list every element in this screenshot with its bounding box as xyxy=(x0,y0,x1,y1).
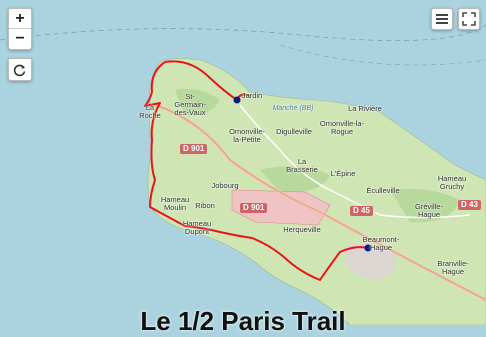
fullscreen-icon xyxy=(462,12,476,26)
place-label: Éculleville xyxy=(366,186,400,195)
zoom-in-button[interactable]: + xyxy=(15,10,25,27)
zoom-control: + − xyxy=(8,8,32,50)
place-label: Digulleville xyxy=(276,127,312,136)
town-area xyxy=(345,243,396,280)
place-label: St-Germain-des-Vaux xyxy=(174,92,206,117)
place-label: La Rivière xyxy=(348,104,382,113)
place-label: L'Épine xyxy=(330,169,356,178)
road-label: D 45 xyxy=(350,206,373,216)
secondary-road xyxy=(239,104,331,191)
place-label: Ribon xyxy=(195,201,215,210)
place-label: La Brasserie xyxy=(286,157,318,174)
maritime-boundary xyxy=(0,24,486,42)
place-label: Omonville-la-Petite xyxy=(229,127,265,144)
place-label: Jardin xyxy=(241,91,263,100)
zoom-out-button[interactable]: − xyxy=(9,28,31,48)
place-label: Branville-Hague xyxy=(437,259,469,276)
place-label: La Roche xyxy=(139,103,161,120)
refresh-button[interactable] xyxy=(8,58,32,81)
start-marker xyxy=(233,96,241,104)
map-canvas[interactable] xyxy=(0,0,486,325)
place-label: Omonville-la-Rogue xyxy=(319,119,365,136)
road-label: D 901 xyxy=(240,203,268,213)
secondary-road xyxy=(329,189,471,219)
road-label: D 43 xyxy=(458,200,481,210)
place-label: Gréville-Hague xyxy=(415,202,443,219)
restricted-zone xyxy=(231,189,331,226)
woodland xyxy=(175,88,220,116)
road-label: D 901 xyxy=(180,144,208,154)
finish-marker xyxy=(364,244,372,252)
fullscreen-button[interactable] xyxy=(458,8,480,30)
list-icon xyxy=(436,14,448,24)
place-label: Hameau Dupont xyxy=(182,219,212,236)
maritime-boundary-2 xyxy=(279,44,486,66)
layers-button[interactable] xyxy=(431,8,453,30)
place-label: Hameau Moulin xyxy=(160,195,190,212)
race-route xyxy=(144,60,369,281)
place-label: Hameau Gruchy xyxy=(437,174,467,191)
refresh-icon xyxy=(13,64,26,76)
main-road-center xyxy=(154,104,486,301)
page-title: Le 1/2 Paris Trail xyxy=(140,306,346,336)
place-label: Jobourg xyxy=(211,181,239,190)
land-area xyxy=(147,58,486,325)
woodland xyxy=(390,188,460,223)
place-label: Beaumont-Hague xyxy=(362,235,400,252)
sea-label: Manche (BB) xyxy=(272,105,314,112)
woodland xyxy=(260,166,330,193)
place-label: Herqueville xyxy=(283,225,321,234)
